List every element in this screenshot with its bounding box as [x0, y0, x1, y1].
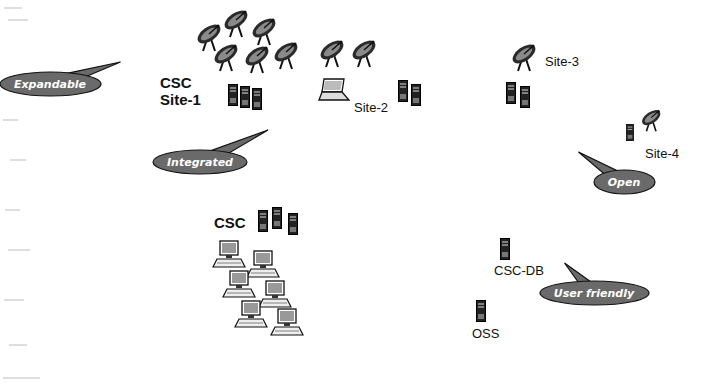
callout-bubble: Open — [593, 169, 656, 195]
callout-bubble: Expandable — [0, 71, 102, 97]
site-label: Site-3 — [545, 54, 579, 69]
scan-noise — [3, 8, 40, 378]
site-label: CSC-DB — [494, 263, 544, 278]
callout-bubble: User friendly — [539, 280, 650, 306]
bubble-outline — [540, 281, 649, 305]
site-label: OSS — [472, 326, 499, 341]
bubble-outline — [153, 150, 247, 174]
site-4-equipment — [627, 107, 663, 141]
site-label: Site-2 — [354, 100, 388, 115]
site-label: CSC Site-1 — [160, 74, 212, 108]
callout-text: User friendly — [539, 287, 650, 300]
callout-text: Integrated — [152, 156, 248, 169]
oss-server — [477, 301, 486, 322]
database-server — [501, 239, 510, 260]
site-1-antennas — [194, 7, 300, 73]
site-label: CSC — [214, 214, 246, 231]
site-label: Site-4 — [645, 146, 679, 161]
site-1-equipment — [229, 85, 262, 110]
bubble-outline — [0, 72, 101, 96]
callout-bubble: Integrated — [152, 149, 248, 175]
callout-text: Open — [593, 176, 656, 189]
bubble-outline — [594, 170, 655, 194]
site-2-equipment — [317, 37, 420, 106]
site-3-equipment — [507, 41, 539, 108]
callout-text: Expandable — [0, 78, 102, 91]
csc-equipment — [213, 208, 303, 336]
